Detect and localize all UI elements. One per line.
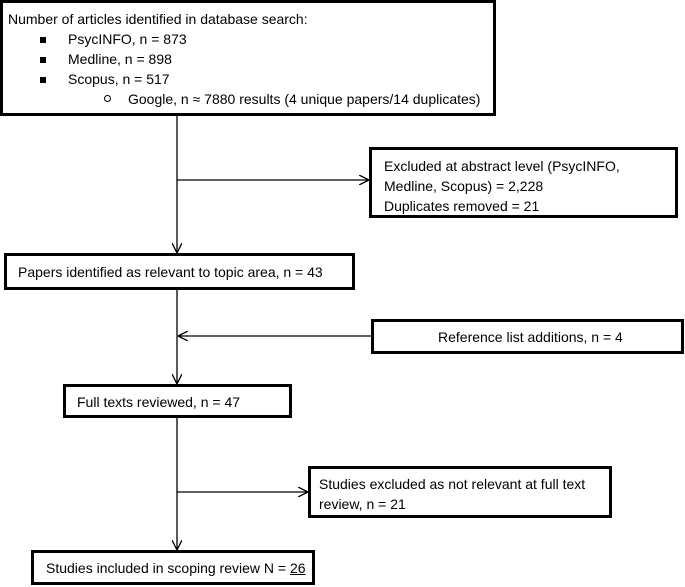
database-search-title: Number of articles identified in databas…: [8, 11, 308, 27]
database-item-google: Google, n ≈ 7880 results (4 unique paper…: [8, 89, 493, 109]
database-item-scopus: Scopus, n = 517: [8, 69, 493, 89]
studies-excluded-line: review, n = 21: [319, 496, 406, 512]
full-texts-box: Full texts reviewed, n = 47: [63, 384, 292, 418]
reference-additions-text: Reference list additions, n = 4: [438, 329, 623, 345]
excluded-abstract-line: Medline, Scopus) = 2,228: [384, 178, 544, 194]
relevant-papers-text: Papers identified as relevant to topic a…: [18, 264, 323, 280]
database-item-psycinfo: PsycINFO, n = 873: [8, 29, 493, 49]
database-item-medline: Medline, n = 898: [8, 49, 493, 69]
studies-excluded-box: Studies excluded as not relevant at full…: [308, 466, 612, 518]
reference-additions-box: Reference list additions, n = 4: [371, 319, 684, 354]
studies-included-box: Studies included in scoping review N = 2…: [31, 550, 315, 585]
duplicates-removed-line: Duplicates removed = 21: [384, 198, 540, 214]
square-bullet-icon: [40, 77, 46, 83]
studies-excluded-line: Studies excluded as not relevant at full…: [319, 476, 586, 492]
square-bullet-icon: [40, 37, 46, 43]
studies-included-count: 26: [289, 560, 306, 576]
excluded-abstract-box: Excluded at abstract level (PsycINFO, Me…: [369, 147, 678, 218]
database-list: PsycINFO, n = 873 Medline, n = 898 Scopu…: [8, 29, 493, 89]
relevant-papers-box: Papers identified as relevant to topic a…: [4, 253, 355, 290]
full-texts-text: Full texts reviewed, n = 47: [77, 394, 241, 410]
excluded-abstract-line: Excluded at abstract level (PsycINFO,: [384, 158, 620, 174]
studies-included-text: Studies included in scoping review N =: [46, 560, 290, 576]
database-search-box: Number of articles identified in databas…: [0, 0, 496, 116]
circle-bullet-icon: [104, 95, 111, 102]
square-bullet-icon: [40, 57, 46, 63]
